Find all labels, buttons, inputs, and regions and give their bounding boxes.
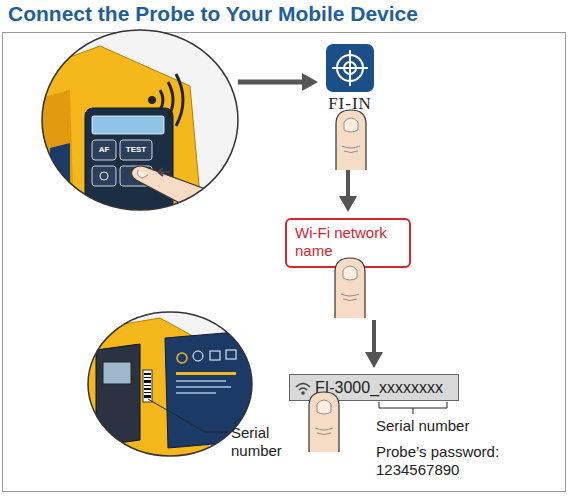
wifi-icon <box>294 380 312 396</box>
network-name: FI-3000_xxxxxxxx <box>315 379 443 396</box>
box-text: Wi-Fi network name <box>295 224 401 260</box>
app-icon <box>326 44 374 92</box>
finger <box>335 258 365 318</box>
app-icon-node: FI-IN <box>310 44 390 114</box>
probe-front-illustration <box>40 28 240 213</box>
callout-label: Probe’s password: 1234567890 <box>376 443 516 479</box>
arrow-head <box>302 73 318 91</box>
callout-label: Serial number <box>376 417 496 435</box>
page-title: Connect the Probe to Your Mobile Device <box>8 2 418 26</box>
finger <box>336 110 366 170</box>
flow-arrow <box>339 146 357 212</box>
callout-label: Serial number <box>231 424 299 460</box>
illustration-circle: AFTEST <box>40 28 240 213</box>
flow-arrow <box>238 73 318 91</box>
leader-line <box>148 399 228 432</box>
screen-item-box: FI-3000_xxxxxxxx <box>289 374 459 401</box>
serial-bracket <box>379 402 447 414</box>
arrow-head <box>339 196 357 212</box>
button-label: TEST <box>120 140 152 160</box>
app-name: FI-IN <box>310 94 390 114</box>
finger <box>309 392 339 452</box>
button-label: AF <box>92 140 116 160</box>
arrow-line <box>372 320 376 356</box>
arrow-line <box>238 80 306 85</box>
frame-border <box>3 33 566 492</box>
arrow-line <box>346 146 350 200</box>
screen-item-box: Wi-Fi network name <box>285 218 411 268</box>
arrow-head <box>365 352 383 368</box>
detail-circle <box>88 312 252 456</box>
flow-arrow <box>365 320 383 368</box>
